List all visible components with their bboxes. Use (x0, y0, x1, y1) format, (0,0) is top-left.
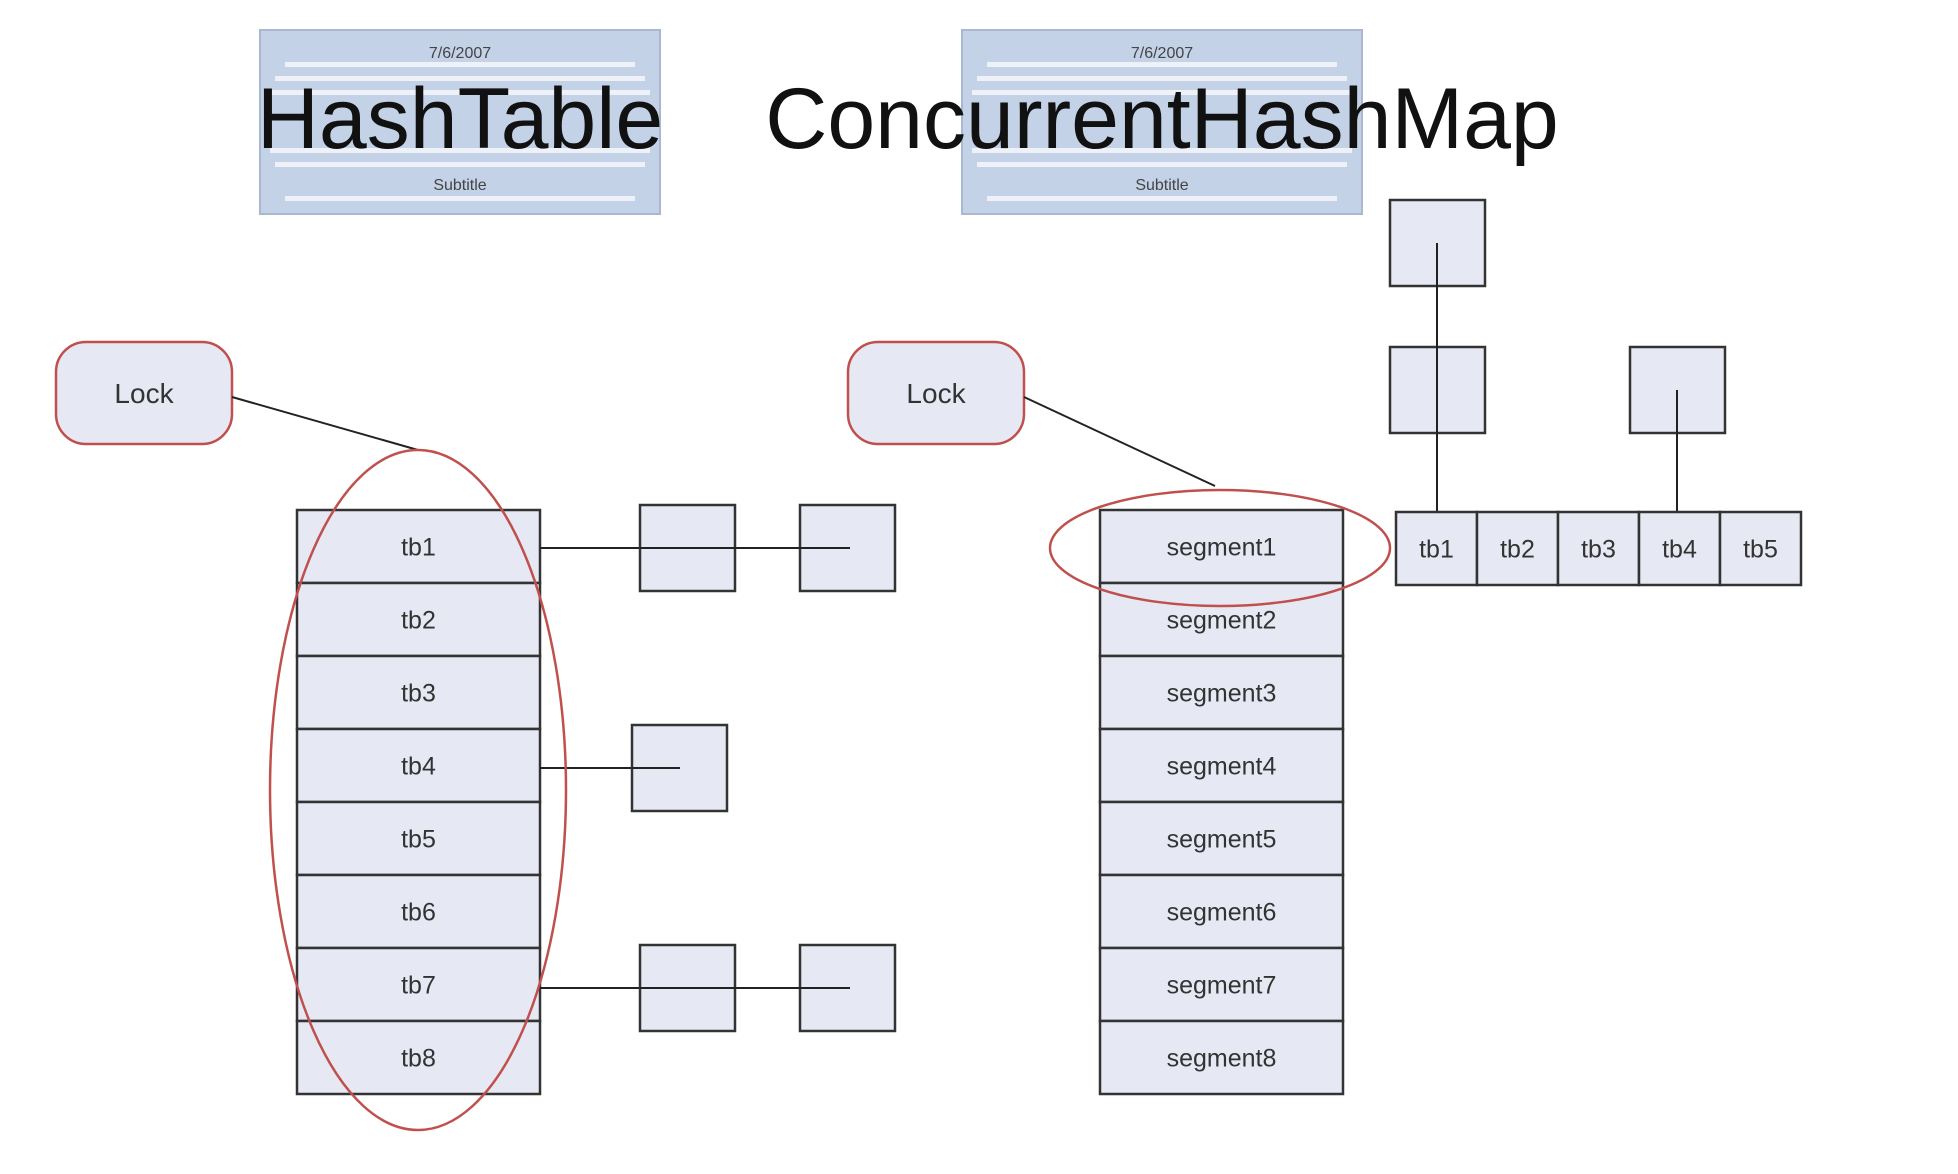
hashtable-bucket-label: tb1 (401, 534, 436, 562)
segment-3: segment3 (1098, 654, 1345, 731)
lock-label-concurrent: Lock (906, 378, 966, 409)
hashtable-bucket-label: tb4 (401, 753, 436, 781)
lock-bubble-concurrent (846, 340, 1026, 446)
slide-thumbnail-concurrent: 7/6/2007 Subtitle (961, 29, 1363, 215)
segment-6: segment6 (1098, 873, 1345, 950)
hashtable-bucket-6: tb6 (295, 873, 542, 950)
slide-thumbnail-bg (259, 29, 661, 215)
lock-connector-concurrent (1023, 396, 1216, 487)
slide-thumbnail-bg (961, 29, 1363, 215)
segment-label: segment7 (1167, 972, 1277, 1000)
hashtable-bucket-column: tb1 tb2 tb3 tb4 tb5 tb6 tb7 tb8 (295, 508, 542, 1096)
hashtable-bucket-box (295, 800, 542, 877)
segment-box (1098, 946, 1345, 1023)
segment-table-cell-box (1394, 510, 1479, 587)
lock-scope-ellipse-segment1 (1048, 488, 1392, 608)
hashtable-bucket-label: tb7 (401, 972, 436, 1000)
hashtable-bucket-label: tb3 (401, 680, 436, 708)
segment-table-cell-3: tb3 (1556, 510, 1641, 587)
lock-bubble-hashtable (54, 340, 234, 446)
segment-label: segment1 (1167, 534, 1277, 562)
segment-label: segment4 (1167, 753, 1277, 781)
slide-stripe (285, 62, 635, 67)
hashtable-diagram: Lock tb1 tb2 tb3 tb4 tb5 tb6 tb7 tb8 (54, 340, 897, 1132)
segment-table-row: tb1 tb2 tb3 tb4 tb5 (1394, 510, 1803, 587)
hashtable-bucket-5: tb5 (295, 800, 542, 877)
hashtable-bucket-2: tb2 (295, 581, 542, 658)
segment-table-cell-5: tb5 (1718, 510, 1803, 587)
slide-stripe (275, 162, 645, 167)
slide-stripe (972, 90, 1352, 95)
slide-stripe (972, 148, 1352, 153)
segment-table-cell-box (1718, 510, 1803, 587)
slide-stripe (270, 148, 650, 153)
hashtable-bucket-box (295, 1019, 542, 1096)
segment-box (1098, 508, 1345, 585)
hashtable-bucket-box (295, 508, 542, 585)
segment-label: segment3 (1167, 680, 1277, 708)
slide-stripe (275, 76, 645, 81)
segment-label: segment8 (1167, 1045, 1277, 1073)
slide-date: 7/6/2007 (1131, 45, 1193, 62)
hashtable-bucket-box (295, 654, 542, 731)
slide-stripe (977, 76, 1347, 81)
segment-table-cell-label: tb5 (1743, 536, 1778, 564)
segment-table-cell-box (1475, 510, 1560, 587)
segment-box (1098, 1019, 1345, 1096)
segment-column: segment1 segment2 segment3 segment4 segment5… (1098, 508, 1345, 1096)
segment-label: segment2 (1167, 607, 1277, 635)
hashtable-bucket-label: tb6 (401, 899, 436, 927)
segment-table-cell-label: tb2 (1500, 536, 1535, 564)
segment-table-cell-label: tb3 (1581, 536, 1616, 564)
hashtable-bucket-7: tb7 (295, 946, 542, 1023)
slide-stripe (987, 62, 1337, 67)
segment-label: segment6 (1167, 899, 1277, 927)
lock-connector-hashtable (231, 396, 419, 451)
hashtable-bucket-label: tb2 (401, 607, 436, 635)
segment-7: segment7 (1098, 946, 1345, 1023)
segment-table-cell-2: tb2 (1475, 510, 1560, 587)
hashtable-bucket-label: tb8 (401, 1045, 436, 1073)
segment-box (1098, 873, 1345, 950)
segment-8: segment8 (1098, 1019, 1345, 1096)
slide-stripe (977, 162, 1347, 167)
segment-table-cell-box (1637, 510, 1722, 587)
lock-label-hashtable: Lock (114, 378, 174, 409)
slide-stripe (285, 196, 635, 201)
segment-table-cell-4: tb4 (1637, 510, 1722, 587)
slide-date: 7/6/2007 (429, 45, 491, 62)
segment-1: segment1 (1098, 508, 1345, 585)
slide-subtitle: Subtitle (433, 177, 486, 194)
title-concurrent-hashmap: ConcurrentHashMap (765, 71, 1558, 167)
hashtable-bucket-box (295, 581, 542, 658)
segment-box (1098, 654, 1345, 731)
slide-stripe (987, 196, 1337, 201)
hashtable-bucket-3: tb3 (295, 654, 542, 731)
hashtable-bucket-box (295, 946, 542, 1023)
slide-subtitle: Subtitle (1135, 177, 1188, 194)
lock-scope-ellipse-hashtable (268, 448, 568, 1132)
segment-table-cell-label: tb1 (1419, 536, 1454, 564)
segment-label: segment5 (1167, 826, 1277, 854)
hashtable-bucket-1: tb1 (295, 508, 542, 585)
segment-table-cell-box (1556, 510, 1641, 587)
hashtable-bucket-8: tb8 (295, 1019, 542, 1096)
segment-5: segment5 (1098, 800, 1345, 877)
segment-4: segment4 (1098, 727, 1345, 804)
concurrent-diagram: Lock segment1segment2segment3segment4seg… (846, 198, 1803, 1096)
segment-2: segment2 (1098, 581, 1345, 658)
slide-thumbnail-hashtable: 7/6/2007 Subtitle (259, 29, 661, 215)
slide-stripe (270, 90, 650, 95)
segment-table-cell-1: tb1 (1394, 510, 1479, 587)
hashtable-bucket-4: tb4 (295, 727, 542, 804)
hashtable-bucket-box (295, 873, 542, 950)
segment-table-cell-label: tb4 (1662, 536, 1697, 564)
hashtable-bucket-box (295, 727, 542, 804)
hashtable-bucket-label: tb5 (401, 826, 436, 854)
title-hashtable: HashTable (257, 71, 663, 167)
